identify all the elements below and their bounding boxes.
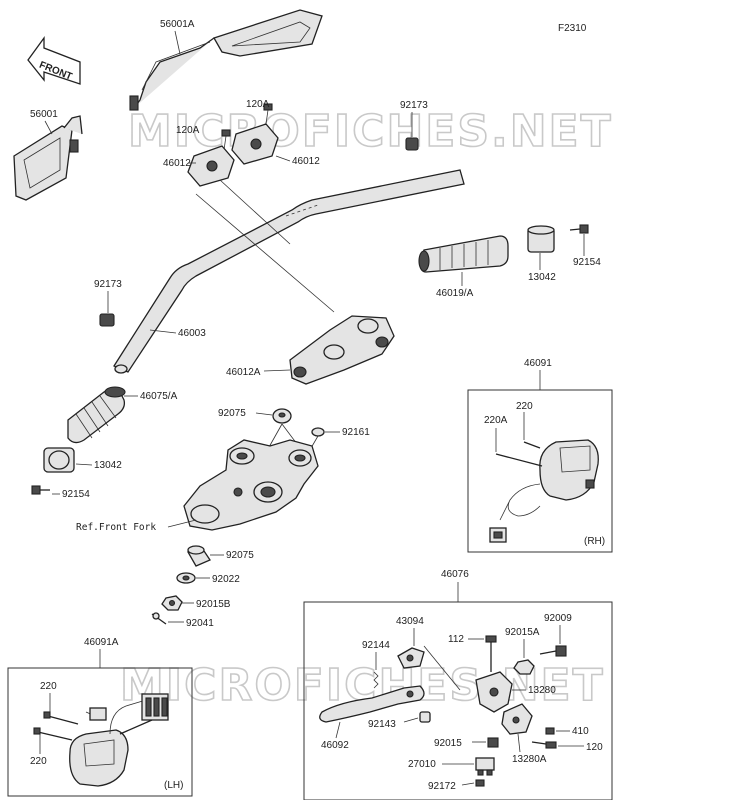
label-mirror-left: 56001 [30, 109, 58, 120]
mirror-left-icon [13, 115, 83, 201]
bolt-112-icon [485, 635, 497, 672]
label-screw-92154-right: 92154 [573, 257, 601, 268]
bolt-92009-icon [539, 645, 567, 657]
triple-clamp-icon [183, 439, 319, 531]
handlebar-icon [113, 169, 465, 374]
label-ref-front-fork: Ref.Front Fork [76, 522, 156, 533]
label-holder-46012-right: 46012 [292, 156, 320, 167]
lh-switch-box: 46091A (LH) 220 220 [7, 637, 193, 797]
nut-92015a-icon [513, 659, 535, 675]
nut-92015b-icon [161, 595, 183, 611]
bolt-120-icon [531, 741, 557, 749]
plug-92173-left-icon [99, 313, 115, 327]
label-plug-92173-left: 92173 [94, 279, 122, 290]
lh-switch-housing-icon [33, 693, 169, 787]
mirror-right-icon [129, 9, 323, 111]
screw-92172-icon [475, 779, 485, 787]
label-bolt-410: 410 [572, 726, 589, 737]
label-switch-27010: 27010 [408, 759, 436, 770]
label-handlebar: 46003 [178, 328, 206, 339]
lever-box-title: 46076 [441, 569, 469, 580]
label-damper-92075-upper: 92075 [218, 408, 246, 419]
front-arrow-icon: FRONT [27, 36, 81, 85]
label-holder-46012a: 46012A [226, 367, 261, 378]
holder-13280-icon [475, 671, 513, 713]
label-screw-220-lh-top: 220 [40, 681, 57, 692]
rh-box-title: 46091 [524, 358, 552, 369]
label-cable-43094: 43094 [396, 616, 424, 627]
screw-92154-right-icon [569, 224, 589, 234]
label-holder-13280: 13280 [528, 685, 556, 696]
rh-box-corner: (RH) [584, 536, 605, 547]
rh-switch-box: 46091 (RH) 220 220A [467, 358, 613, 553]
plug-92173-top-icon [405, 137, 419, 151]
label-bolt-120: 120 [586, 742, 603, 753]
grip-left-icon [67, 386, 126, 444]
figure-code: F2310 [558, 23, 587, 34]
collar-92143-icon [419, 711, 431, 723]
weight-13042-left-icon [43, 447, 75, 473]
lever-46092-icon [319, 685, 425, 723]
label-screw-92172: 92172 [428, 781, 456, 792]
holder-13280a-icon [501, 703, 533, 735]
label-screw-220-rh: 220 [516, 401, 533, 412]
label-weight-13042-right: 13042 [528, 272, 556, 283]
pin-92041-icon [151, 612, 167, 625]
lever-assembly-box: 46076 43094 92144 46092 92143 [303, 569, 613, 800]
screw-92154-left-icon [31, 485, 50, 495]
grip-right-icon [418, 235, 509, 273]
damper-92075-upper-icon [272, 408, 292, 424]
label-lever-46092: 46092 [321, 740, 349, 751]
label-bolt-120a-lower: 120A [176, 125, 200, 136]
label-nut-92015: 92015 [434, 738, 462, 749]
rh-switch-housing-icon [489, 439, 599, 543]
label-grip-right: 46019/A [436, 288, 474, 299]
holder-46012-left-icon [187, 145, 235, 187]
lh-box-corner: (LH) [164, 780, 183, 791]
label-damper-92075-lower: 92075 [226, 550, 254, 561]
label-plug-92173-top: 92173 [400, 100, 428, 111]
label-bolt-120a-upper: 120A [246, 99, 270, 110]
label-bolt-112: 112 [448, 634, 464, 645]
label-washer-92022: 92022 [212, 574, 240, 585]
label-collar-92143: 92143 [368, 719, 396, 730]
weight-13042-right-icon [527, 225, 555, 253]
label-bolt-92009: 92009 [544, 613, 572, 624]
label-screw-92154-left: 92154 [62, 489, 90, 500]
label-screw-220a-rh: 220A [484, 415, 508, 426]
damper-92075-lower-icon [187, 545, 211, 567]
label-spring-92144: 92144 [362, 640, 390, 651]
cap-92161-icon [311, 427, 325, 437]
label-nut-92015b: 92015B [196, 599, 231, 610]
bolt-410-icon [545, 727, 555, 735]
label-holder-46012-left: 46012 [163, 158, 191, 169]
label-weight-13042-left: 13042 [94, 460, 122, 471]
washer-92022-icon [176, 572, 196, 584]
holder-46012-right-icon [231, 123, 279, 165]
holder-46012a-icon [289, 315, 395, 385]
label-mirror-right: 56001A [160, 19, 195, 30]
lh-box-title: 46091A [84, 637, 119, 648]
label-holder-13280a: 13280A [512, 754, 547, 765]
label-nut-92015a: 92015A [505, 627, 540, 638]
switch-27010-icon [475, 757, 495, 776]
label-screw-220-lh-bottom: 220 [30, 756, 47, 767]
nut-92015-icon [487, 737, 499, 748]
label-cap-92161: 92161 [342, 427, 370, 438]
label-grip-left: 46075/A [140, 391, 178, 402]
bolt-120a-lower-icon [221, 129, 231, 151]
label-pin-92041: 92041 [186, 618, 214, 629]
bolt-120a-upper-icon [263, 103, 273, 125]
spring-92144-icon [373, 671, 379, 689]
watermark-top: MICROFICHES.NET [128, 106, 613, 157]
cable-holder-43094-icon [397, 647, 425, 669]
